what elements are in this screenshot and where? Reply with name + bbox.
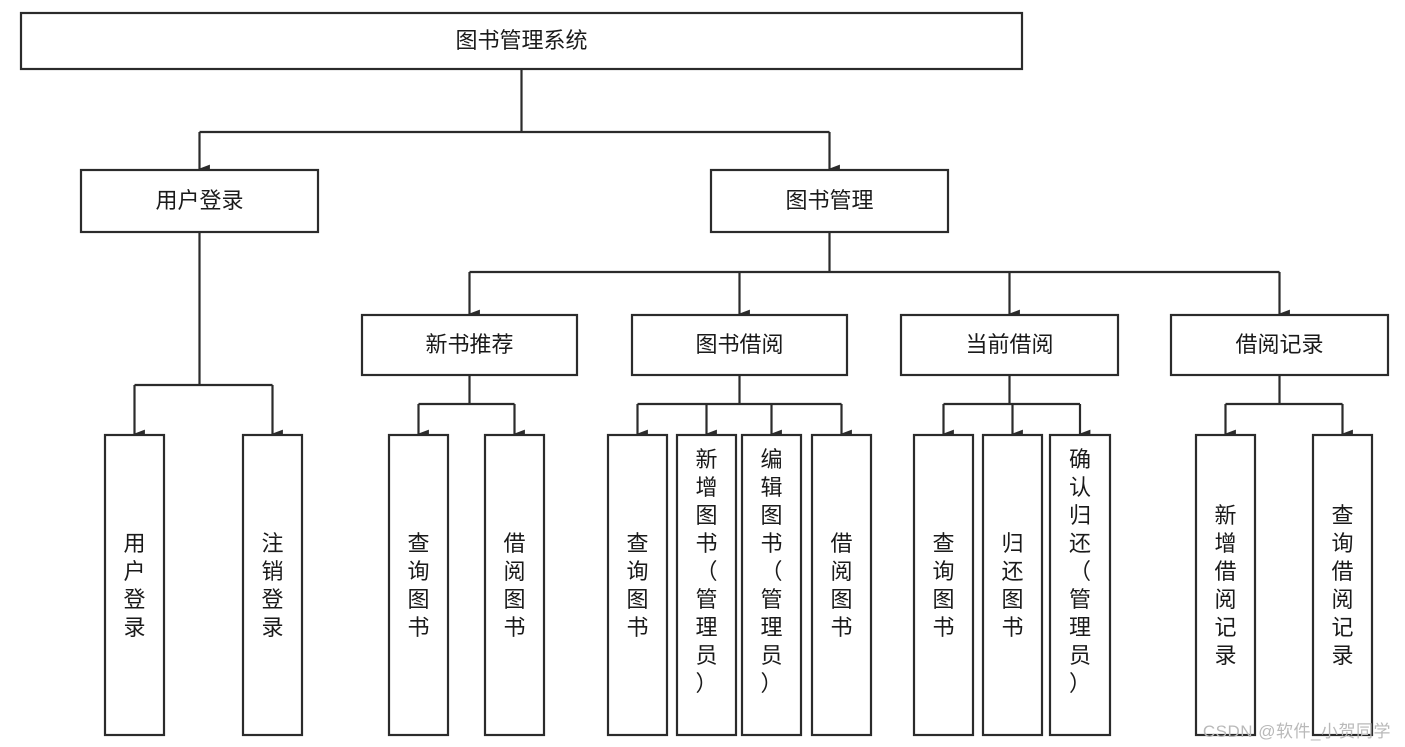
node-leaf-query-borrow-record[interactable]: 查询借阅记录: [1311, 433, 1374, 737]
node-label-leaf-add-book-admin: 新增图书（管理员）: [695, 447, 717, 696]
conn-book-mgmt-to-level3: [468, 232, 1290, 319]
node-box-root: [19, 11, 1024, 71]
conn-root-to-level2: [198, 69, 840, 174]
node-box-book-management: [709, 168, 950, 234]
node-label-leaf-query-borrow-record: 查询借阅记录: [1331, 503, 1353, 668]
node-current-borrow[interactable]: 当前借阅: [899, 313, 1120, 377]
node-box-leaf-edit-book-admin: [740, 433, 803, 737]
node-leaf-query-book-current[interactable]: 查询图书: [912, 433, 975, 737]
node-leaf-return-book[interactable]: 归还图书: [981, 433, 1044, 737]
conn-borrow-to-leaves: [636, 375, 852, 439]
node-label-leaf-query-book-borrow: 查询图书: [626, 531, 648, 640]
node-box-user-login: [79, 168, 320, 234]
node-leaf-borrow-book-recommend[interactable]: 借阅图书: [483, 433, 546, 737]
node-box-leaf-confirm-return-admin: [1048, 433, 1112, 737]
node-box-leaf-query-book-recommend: [387, 433, 450, 737]
node-label-book-management: 图书管理: [785, 188, 873, 213]
node-label-leaf-user-login: 用户登录: [123, 531, 145, 640]
conn-recommend-to-leaves: [417, 375, 525, 439]
node-label-borrow-records: 借阅记录: [1235, 332, 1323, 357]
node-user-login[interactable]: 用户登录: [79, 168, 320, 234]
node-leaf-query-book-borrow[interactable]: 查询图书: [606, 433, 669, 737]
node-label-user-login: 用户登录: [155, 188, 243, 213]
node-leaf-borrow-book[interactable]: 借阅图书: [810, 433, 873, 737]
node-label-leaf-confirm-return-admin: 确认归还（管理员）: [1069, 447, 1091, 696]
node-label-leaf-logout-login: 注销登录: [261, 531, 283, 640]
connector-layer: [133, 69, 1353, 439]
node-leaf-edit-book-admin[interactable]: 编辑图书（管理员）: [740, 433, 803, 737]
node-leaf-add-borrow-record[interactable]: 新增借阅记录: [1194, 433, 1257, 737]
node-label-leaf-borrow-book: 借阅图书: [830, 531, 852, 640]
node-book-borrow[interactable]: 图书借阅: [630, 313, 849, 377]
node-box-leaf-return-book: [981, 433, 1044, 737]
node-label-new-book-recommend: 新书推荐: [425, 332, 513, 357]
node-book-management[interactable]: 图书管理: [709, 168, 950, 234]
node-label-leaf-edit-book-admin: 编辑图书（管理员）: [760, 447, 782, 696]
node-label-root: 图书管理系统: [455, 28, 587, 53]
node-box-leaf-user-login: [103, 433, 166, 737]
conn-user-login-to-leaves: [133, 232, 283, 439]
node-box-book-borrow: [630, 313, 849, 377]
node-label-leaf-add-borrow-record: 新增借阅记录: [1214, 503, 1236, 668]
node-label-leaf-query-book-current: 查询图书: [932, 531, 954, 640]
node-root[interactable]: 图书管理系统: [19, 11, 1024, 71]
node-box-leaf-borrow-book: [810, 433, 873, 737]
node-leaf-confirm-return-admin[interactable]: 确认归还（管理员）: [1048, 433, 1112, 737]
node-leaf-add-book-admin[interactable]: 新增图书（管理员）: [675, 433, 738, 737]
node-box-leaf-add-borrow-record: [1194, 433, 1257, 737]
node-borrow-records[interactable]: 借阅记录: [1169, 313, 1390, 377]
node-leaf-query-book-recommend[interactable]: 查询图书: [387, 433, 450, 737]
node-box-leaf-query-book-current: [912, 433, 975, 737]
node-box-leaf-query-borrow-record: [1311, 433, 1374, 737]
node-box-leaf-logout-login: [241, 433, 304, 737]
node-leaf-user-login[interactable]: 用户登录: [103, 433, 166, 737]
node-leaf-logout-login[interactable]: 注销登录: [241, 433, 304, 737]
node-layer: 图书管理系统用户登录图书管理新书推荐图书借阅当前借阅借阅记录用户登录注销登录查询…: [19, 11, 1390, 737]
node-box-borrow-records: [1169, 313, 1390, 377]
node-label-book-borrow: 图书借阅: [695, 332, 783, 357]
node-box-leaf-borrow-book-recommend: [483, 433, 546, 737]
node-label-leaf-query-book-recommend: 查询图书: [407, 531, 429, 640]
node-label-leaf-borrow-book-recommend: 借阅图书: [503, 531, 525, 640]
node-box-new-book-recommend: [360, 313, 579, 377]
conn-records-to-leaves: [1224, 375, 1353, 439]
node-new-book-recommend[interactable]: 新书推荐: [360, 313, 579, 377]
node-box-leaf-add-book-admin: [675, 433, 738, 737]
node-box-current-borrow: [899, 313, 1120, 377]
node-label-current-borrow: 当前借阅: [965, 332, 1053, 357]
conn-current-to-leaves: [942, 375, 1091, 439]
node-label-leaf-return-book: 归还图书: [1001, 531, 1023, 640]
node-box-leaf-query-book-borrow: [606, 433, 669, 737]
